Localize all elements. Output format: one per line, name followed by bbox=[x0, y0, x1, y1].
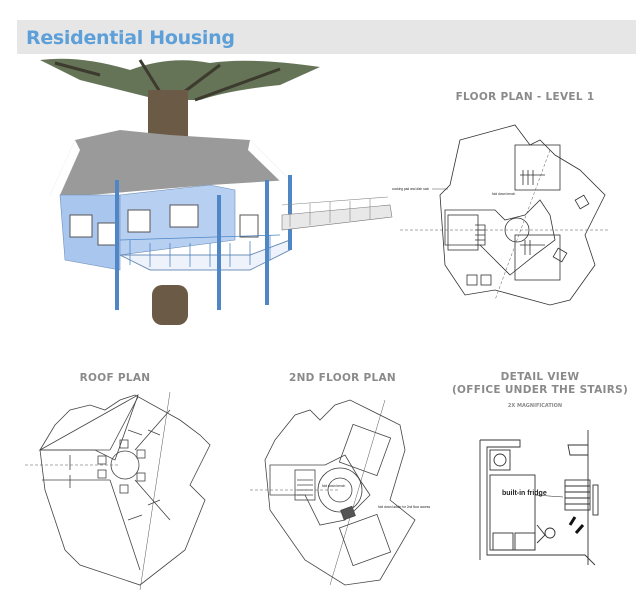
floor-plan-2-drawing: fold down bench fold down ladder for 2nd… bbox=[250, 399, 430, 586]
floor-plan-1-note-bench: fold down bench bbox=[492, 192, 515, 196]
tree-canopy bbox=[40, 58, 320, 140]
floor-plan-1-note-cooking: cooking pad and dish rack bbox=[392, 187, 429, 191]
floor-plan-1-title: FLOOR PLAN - LEVEL 1 bbox=[455, 91, 595, 103]
house bbox=[50, 130, 393, 310]
floor-plan-2-title: 2ND FLOOR PLAN bbox=[288, 372, 397, 384]
detail-view-subtitle: 2X MAGNIFICATION bbox=[507, 403, 563, 409]
treehouse-rendering bbox=[40, 58, 393, 325]
detail-view-label: built-in fridge bbox=[502, 490, 547, 497]
floor-plan-level-1-drawing: cooking pad and dish rack fold down benc… bbox=[392, 124, 610, 306]
tree-trunk bbox=[152, 285, 188, 325]
detail-view-title-line1: DETAIL VIEW bbox=[500, 371, 580, 383]
floor-plan-2-note-ladder: fold down ladder for 2nd floor access bbox=[378, 505, 430, 509]
page-title: Residential Housing bbox=[26, 27, 235, 49]
floor-plan-2-note-bench: fold down bench bbox=[322, 484, 345, 488]
detail-view-drawing: built-in fridge bbox=[479, 430, 599, 566]
roof-plan-title: ROOF PLAN bbox=[79, 372, 151, 384]
roof-plan-drawing bbox=[25, 391, 211, 591]
detail-view-title: DETAIL VIEW (OFFICE UNDER THE STAIRS) bbox=[450, 371, 630, 397]
header-bar: Residential Housing bbox=[17, 20, 636, 54]
detail-view-title-line2: (OFFICE UNDER THE STAIRS) bbox=[451, 384, 629, 396]
